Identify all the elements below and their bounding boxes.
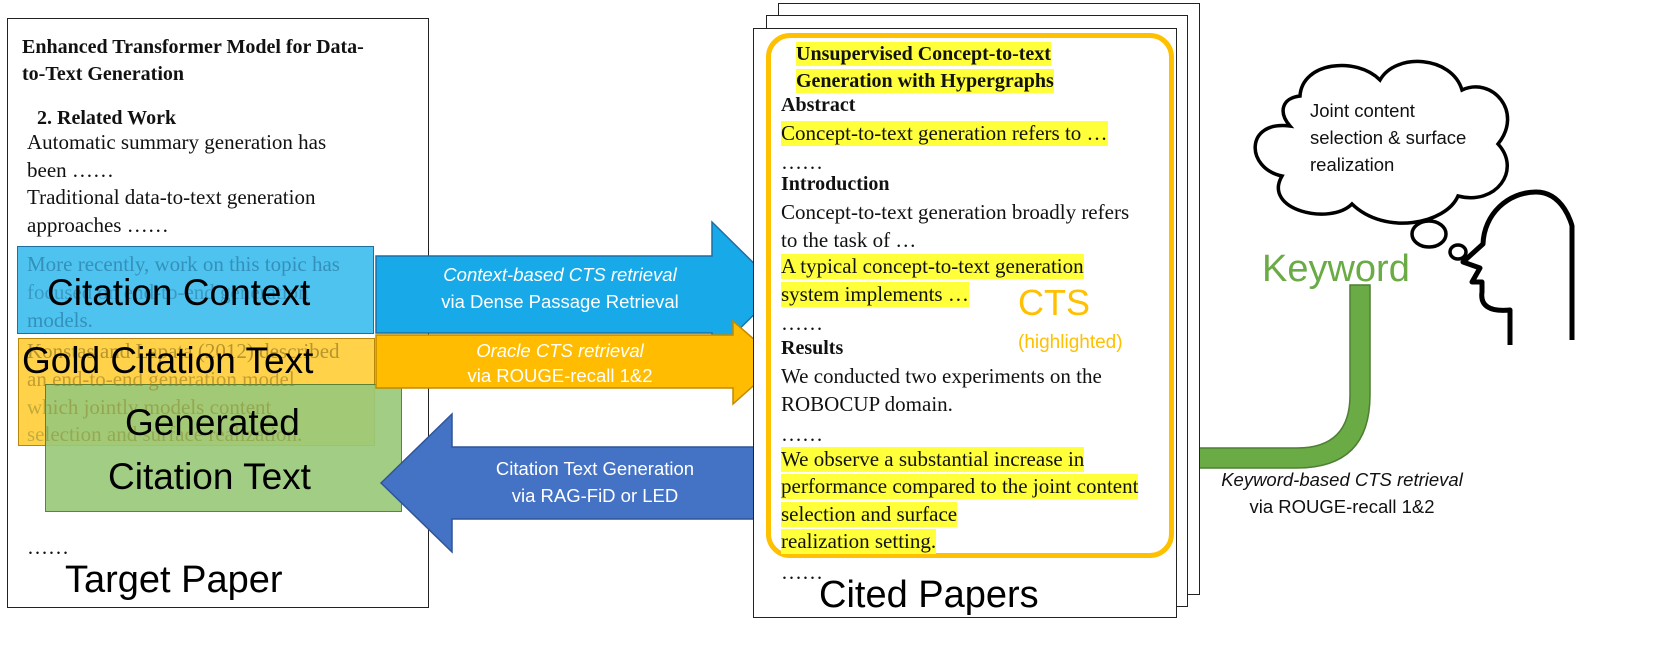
thought-text-line1: Joint content (1310, 100, 1415, 121)
results-text-line: ROBOCUP domain. (781, 392, 953, 416)
overlay-text-line: selection and surface realization. (27, 422, 303, 446)
generated-label-line2: Citation Text (108, 456, 311, 497)
results-text-line: We conducted two experiments on the (781, 364, 1102, 388)
overlay-text-line: an end-to-end generation model (27, 367, 295, 391)
overlay-text-line: focused on end-to-end generation (27, 280, 309, 304)
intro-text-line: to the task of … (781, 228, 917, 252)
overlay-text-line: Konstas and Lapata (2012) described (27, 339, 340, 363)
target-paper-text-line: Automatic summary generation has (27, 130, 327, 154)
keyword-label: Keyword (1262, 248, 1410, 290)
target-paper-text-line: been …… (27, 158, 114, 182)
results-highlight-line4: realization setting. (781, 529, 937, 554)
target-paper-text-line: approaches …… (27, 213, 169, 237)
target-paper-label: Target Paper (65, 559, 283, 601)
thought-text-line2: selection & surface (1310, 127, 1467, 148)
cts-sublabel: (highlighted) (1018, 332, 1123, 353)
overlay-text-line: models. (27, 308, 93, 332)
generation-arrow-line2: via RAG-FiD or LED (511, 485, 679, 506)
generated-citation-text-box (45, 384, 402, 512)
intro-text-line: Concept-to-text generation broadly refer… (781, 200, 1130, 224)
overlay-text-line: which jointly models content (27, 395, 272, 419)
cited-ellipsis: …… (781, 422, 823, 446)
results-highlight-line1: We observe a substantial increase in (781, 447, 1085, 472)
results-highlight-line3: selection and surface (781, 502, 958, 527)
cited-paper-title-line2: Generation with Hypergraphs (796, 69, 1054, 93)
abstract-highlight: Concept-to-text generation refers to … (781, 121, 1108, 146)
cited-ellipsis: …… (781, 311, 823, 335)
thought-bubble-large-icon (1410, 219, 1448, 249)
target-paper-title-line1: Enhanced Transformer Model for Data- (22, 36, 364, 58)
introduction-heading: Introduction (781, 173, 890, 195)
context-retrieval-arrow (375, 220, 782, 358)
thought-cloud-icon (1253, 59, 1510, 225)
cts-frame (766, 33, 1174, 558)
target-paper-text-line: Traditional data-to-text generation (27, 185, 316, 209)
results-heading: Results (781, 337, 844, 359)
thought-text-line3: realization (1310, 154, 1395, 175)
context-arrow-line1: Context-based CTS retrieval (443, 264, 677, 285)
head-profile-icon (1460, 189, 1575, 345)
keyword-retrieval-line2: via ROUGE-recall 1&2 (1249, 496, 1435, 517)
results-highlight-line2: performance compared to the joint conten… (781, 474, 1139, 499)
cts-label: CTS (1018, 282, 1090, 323)
thought-bubble-small-icon (1448, 243, 1468, 261)
oracle-arrow-line1: Oracle CTS retrieval (476, 340, 644, 361)
citation-context-box (17, 246, 374, 334)
target-paper-title-line2: to-Text Generation (22, 63, 185, 85)
target-paper-section-heading: 2. Related Work (37, 107, 177, 129)
context-arrow-line2: via Dense Passage Retrieval (441, 291, 679, 312)
generated-label-line1: Generated (125, 402, 300, 443)
citation-context-label: Citation Context (47, 272, 311, 313)
cited-ellipsis: …… (781, 560, 823, 584)
cited-ellipsis: …… (781, 150, 823, 174)
gold-citation-text-label: Gold Citation Text (22, 340, 314, 381)
citation-generation-arrow (379, 412, 777, 554)
intro-highlight-line2: system implements … (781, 282, 969, 307)
intro-highlight-line1: A typical concept-to-text generation (781, 254, 1084, 279)
cited-paper-title-line1: Unsupervised Concept-to-text (796, 42, 1051, 66)
keyword-retrieval-line1: Keyword-based CTS retrieval (1221, 469, 1463, 490)
abstract-heading: Abstract (781, 94, 856, 116)
oracle-arrow-line2: via ROUGE-recall 1&2 (467, 365, 653, 386)
cited-papers-label: Cited Papers (819, 574, 1039, 616)
overlay-text-line: More recently, work on this topic has (27, 252, 340, 276)
generation-arrow-line1: Citation Text Generation (495, 458, 695, 479)
target-paper-ellipsis: …… (27, 535, 69, 559)
